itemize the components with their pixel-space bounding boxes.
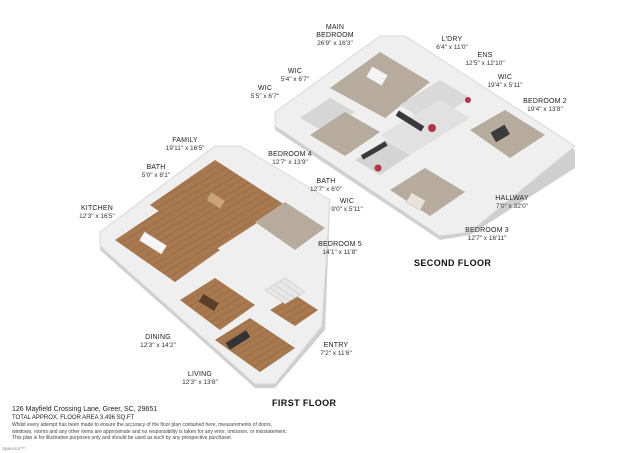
room-label-hallway: HALLWAY 7'0" x 32'0": [495, 195, 529, 211]
room-name: DINING: [145, 334, 171, 341]
dining-table: [198, 293, 219, 312]
room-dims: 9'0" x 5'11": [331, 206, 363, 213]
room-label-bath-1: BATH 5'0" x 8'1": [142, 164, 170, 180]
room-dims: 19'4" x 13'8": [527, 106, 563, 113]
entry-floor: [270, 295, 318, 326]
closet-items: [465, 97, 471, 103]
sofa: [225, 330, 251, 350]
first-floor-title: FIRST FLOOR: [272, 398, 337, 408]
room-name: MAIN BEDROOM: [316, 24, 354, 39]
watermark-logo: Spaces.it™: [2, 446, 26, 451]
room-dims: 12'3" x 13'8": [182, 379, 218, 386]
second-floor-title: SECOND FLOOR: [414, 258, 492, 268]
coffee-table: [206, 192, 225, 209]
room-label-main-bedroom: MAIN BEDROOM 26'9" x 16'3": [316, 24, 354, 48]
total-floor-area: TOTAL APPROX. FLOOR AREA 3,496 SQ.FT: [12, 415, 135, 421]
room-label-wic-3: WIC 19'4" x 5'11": [487, 74, 522, 90]
bed: [365, 65, 389, 87]
room-label-bath-2: BATH 12'7" x 6'0": [310, 178, 342, 194]
room-label-wic-2: WIC 5'5" x 6'7": [251, 85, 279, 101]
living-floor: [215, 318, 295, 372]
room-dims: 12'5" x 12'10": [465, 60, 505, 67]
room-name: BEDROOM 2: [523, 98, 567, 105]
room-name: WIC: [339, 198, 355, 205]
first-floor-plan: [99, 145, 331, 388]
room-label-kitchen: KITCHEN 12'3" x 16'5": [79, 205, 115, 221]
closet-rack: [360, 141, 388, 160]
room-name: FAMILY: [172, 137, 198, 144]
closet-items: [374, 164, 382, 172]
room-name: WIC: [497, 74, 513, 81]
room-dims: 12'7" x 13'9": [272, 159, 308, 166]
room-label-wic-1: WIC 5'4" x 6'7": [281, 68, 309, 84]
room-dims: 6'4" x 11'0": [436, 44, 468, 51]
room-dims: 5'0" x 8'1": [141, 172, 171, 179]
room-name: BATH: [316, 178, 336, 185]
room-dims: 12'7" x 16'11": [467, 235, 507, 242]
room-label-bedroom-2: BEDROOM 2 19'4" x 13'8": [523, 98, 567, 114]
bed: [405, 192, 426, 211]
room-name: WIC: [257, 85, 273, 92]
bath-floor: [355, 140, 410, 175]
bed: [490, 124, 510, 143]
room-dims: 5'5" x 6'7": [250, 93, 280, 100]
room-dims: 19'4" x 5'11": [487, 82, 523, 89]
room-label-bedroom-4: BEDROOM 4 12'7" x 13'9": [268, 151, 312, 167]
room-name: ENS: [477, 52, 493, 59]
disclaimer-line: Whilst every attempt has been made to en…: [12, 422, 273, 428]
room-label-dining: DINING 12'3" x 14'2": [140, 334, 176, 350]
room-dims: 26'9" x 16'3": [317, 40, 353, 47]
hallway-floor: [380, 100, 470, 155]
plan-footer: 126 Mayfield Crossing Lane, Greer, SC, 2…: [12, 405, 472, 442]
room-dims: 7'0" x 32'0": [495, 203, 529, 210]
room-dims: 19'11" x 16'5": [165, 145, 205, 152]
room-name: BEDROOM 4: [268, 151, 312, 158]
wic-floor: [300, 98, 355, 132]
closet-items: [428, 124, 436, 132]
room-label-laundry: L'DRY 6'4" x 11'0": [436, 36, 468, 52]
disclaimer-line: windows, rooms and any other items are a…: [12, 428, 287, 435]
room-name: ENTRY: [323, 342, 349, 349]
room-dims: 12'3" x 16'5": [79, 213, 115, 220]
room-label-bedroom-5: BEDROOM 5 14'1" x 11'8": [318, 241, 362, 257]
room-dims: 5'4" x 6'7": [280, 76, 310, 83]
room-name: HALLWAY: [495, 195, 529, 202]
kitchen-floor: [115, 210, 220, 282]
bedroom-5-floor: [255, 202, 325, 250]
room-label-ensuite: ENS 12'5" x 12'10": [465, 52, 504, 68]
room-dims: 7'2" x 11'6": [320, 350, 352, 357]
second-floor-plan: [274, 35, 576, 240]
room-name: LIVING: [187, 371, 213, 378]
room-name: WIC: [287, 68, 303, 75]
room-name: BATH: [146, 164, 166, 171]
room-label-family: FAMILY 19'11" x 16'5": [166, 137, 205, 153]
kitchen-island: [138, 231, 168, 255]
room-dims: 12'3" x 14'2": [140, 342, 176, 349]
room-name: KITCHEN: [80, 205, 114, 212]
main-bedroom-floor: [330, 52, 430, 118]
room-dims: 14'1" x 11'8": [322, 249, 358, 256]
bedroom-3-floor: [390, 168, 465, 216]
disclaimer-line: This plan is for illustrative purposes o…: [12, 435, 233, 441]
room-name: BEDROOM 3: [465, 227, 509, 234]
closet-rack: [395, 110, 425, 132]
bedroom-4-floor: [310, 112, 380, 156]
property-address: 126 Mayfield Crossing Lane, Greer, SC, 2…: [12, 406, 158, 413]
staircase: [264, 277, 306, 305]
room-label-bedroom-3: BEDROOM 3 12'7" x 16'11": [465, 227, 509, 243]
ensuite-floor: [400, 80, 470, 124]
room-label-living: LIVING 12'3" x 13'8": [182, 371, 218, 387]
room-label-entry: ENTRY 7'2" x 11'6": [320, 342, 352, 358]
room-name: BEDROOM 5: [318, 241, 362, 248]
room-label-wic-4: WIC 9'0" x 5'11": [331, 198, 363, 214]
room-name: L'DRY: [441, 36, 463, 43]
room-dims: 12'7" x 6'0": [309, 186, 343, 193]
